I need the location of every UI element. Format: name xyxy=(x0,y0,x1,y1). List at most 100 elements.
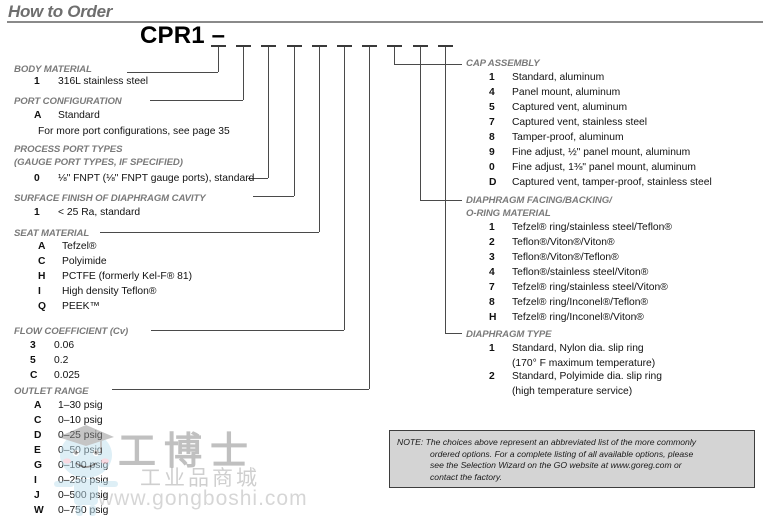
group-heading-line-2: (GAUGE PORT TYPES, IF SPECIFIED) xyxy=(14,156,183,168)
note-box xyxy=(389,430,755,488)
option-desc-diaphragm-facing-backing-3: Teflon®/stainless steel/Viton® xyxy=(512,267,649,278)
leader-horizontal-left-5 xyxy=(100,232,319,233)
leader-horizontal-right-2 xyxy=(419,200,462,201)
option-code-diaphragm-facing-backing-2: 3 xyxy=(489,252,495,263)
leader-vertical-right-3 xyxy=(444,47,446,333)
group-heading-line-1: FLOW COEFFICIENT (Cv) xyxy=(14,326,129,337)
group-heading-process-port-types: PROCESS PORT TYPES(GAUGE PORT TYPES, IF … xyxy=(14,144,183,169)
option-code-outlet-range-7: W xyxy=(34,505,44,516)
leader-vertical-left-1 xyxy=(218,47,219,72)
option-code-outlet-range-6: J xyxy=(34,490,40,501)
leader-vertical-right-2 xyxy=(419,47,421,200)
group-heading-line-1: CAP ASSEMBLY xyxy=(466,58,540,69)
digit-tick-10 xyxy=(437,45,453,47)
group-heading-line-1: BODY MATERIAL xyxy=(14,64,92,75)
digit-tick-5 xyxy=(311,45,327,47)
option-desc-seat-material-1: Polyimide xyxy=(62,256,107,267)
option-desc-flow-coefficient-2: 0.025 xyxy=(54,370,80,381)
group-heading-surface-finish: SURFACE FINISH OF DIAPHRAGM CAVITY xyxy=(14,193,206,204)
option-desc-diaphragm-facing-backing-4: Tefzel® ring/stainless steel/Viton® xyxy=(512,282,668,293)
leader-horizontal-left-3 xyxy=(248,178,269,179)
option-code-surface-finish-0: 1 xyxy=(34,207,40,218)
option-code-diaphragm-facing-backing-6: H xyxy=(489,312,497,323)
group-heading-line-1: PROCESS PORT TYPES xyxy=(14,144,123,155)
option-desc-diaphragm-facing-backing-2: Teflon®/Viton®/Teflon® xyxy=(512,252,619,263)
note-line-2: ordered options. For a complete listing … xyxy=(430,448,694,459)
option-desc-outlet-range-7: 0–750 psig xyxy=(58,505,109,516)
digit-tick-2 xyxy=(236,45,252,47)
watermark-chinese-sub: 工业品商城 xyxy=(140,466,260,490)
group-heading-seat-material: SEAT MATERIAL xyxy=(14,228,89,239)
page-title: How to Order xyxy=(8,2,113,21)
option-code-seat-material-4: Q xyxy=(38,301,47,312)
option-code-flow-coefficient-0: 3 xyxy=(30,340,36,351)
option-code-cap-assembly-6: 0 xyxy=(489,162,495,173)
leader-horizontal-left-7 xyxy=(112,389,370,390)
option-code-port-configuration-0: A xyxy=(34,110,42,121)
option-desc-process-port-types-0: ⅛" FNPT (⅛" FNPT gauge ports), standard xyxy=(58,173,255,184)
option-code-diaphragm-facing-backing-5: 8 xyxy=(489,297,495,308)
leader-vertical-left-7 xyxy=(369,47,371,389)
option-code-flow-coefficient-2: C xyxy=(30,370,38,381)
option-desc-outlet-range-1: 0–10 psig xyxy=(58,415,103,426)
group-note-port-configuration: For more port configurations, see page 3… xyxy=(38,126,230,137)
option-code-cap-assembly-5: 9 xyxy=(489,147,495,158)
group-heading-line-1: SEAT MATERIAL xyxy=(14,228,90,239)
option-desc-seat-material-4: PEEK™ xyxy=(62,301,100,312)
leader-horizontal-left-2 xyxy=(150,100,244,101)
leader-horizontal-left-6 xyxy=(151,330,344,331)
option-desc-cap-assembly-3: Captured vent, stainless steel xyxy=(512,117,648,128)
option-desc-diaphragm-facing-backing-0: Tefzel® ring/stainless steel/Teflon® xyxy=(512,222,672,233)
option-desc-cap-assembly-1: Panel mount, aluminum xyxy=(512,87,621,98)
model-number-prefix: CPR1 – xyxy=(140,22,226,49)
option-desc-body-material-0: 316L stainless steel xyxy=(58,76,149,87)
option-code-seat-material-1: C xyxy=(38,256,46,267)
group-heading-line-1: PORT CONFIGURATION xyxy=(14,96,122,107)
option-desc-outlet-range-0: 1–30 psig xyxy=(58,400,103,411)
option-code-outlet-range-1: C xyxy=(34,415,42,426)
option-desc-cap-assembly-4: Tamper-proof, aluminum xyxy=(512,132,624,143)
leader-horizontal-right-1 xyxy=(394,64,462,65)
group-heading-line-1: DIAPHRAGM FACING/BACKING/ xyxy=(466,195,612,206)
leader-horizontal-left-1 xyxy=(127,72,218,73)
option-desc-seat-material-0: Tefzel® xyxy=(62,241,97,252)
watermark-chinese-main: 工博士 xyxy=(118,429,257,473)
digit-tick-4 xyxy=(286,45,302,47)
option-code-cap-assembly-3: 7 xyxy=(489,117,495,128)
title-divider xyxy=(7,21,763,23)
note-line-1: The choices above represent an abbreviat… xyxy=(425,437,697,447)
group-heading-diaphragm-facing-backing: DIAPHRAGM FACING/BACKING/O-RING MATERIAL xyxy=(466,195,612,220)
option-code-diaphragm-type-0: 1 xyxy=(489,343,495,354)
option-desc-diaphragm-type-0: Standard, Nylon dia. slip ring xyxy=(512,343,644,354)
note-text: NOTE: The choices above represent an abb… xyxy=(397,437,749,483)
option-code-cap-assembly-4: 8 xyxy=(489,132,495,143)
leader-horizontal-right-3 xyxy=(444,333,462,334)
option-code-outlet-range-2: D xyxy=(34,430,42,441)
group-heading-port-configuration: PORT CONFIGURATION xyxy=(14,96,122,107)
option-code-seat-material-0: A xyxy=(38,241,46,252)
note-line-3: see the Selection Wizard on the GO websi… xyxy=(430,460,682,471)
option-desc-diaphragm-type-1: Standard, Polyimide dia. slip ring xyxy=(512,371,662,382)
digit-tick-1 xyxy=(211,45,226,47)
option-code-outlet-range-5: I xyxy=(34,475,37,486)
digit-tick-6 xyxy=(337,45,352,47)
watermark-url: www.gongboshi.com xyxy=(98,487,308,510)
note-label: NOTE: xyxy=(397,437,424,447)
option-cont-diaphragm-type-0: (170° F maximum temperature) xyxy=(512,358,656,369)
group-heading-line-1: SURFACE FINISH OF DIAPHRAGM CAVITY xyxy=(14,193,206,204)
option-code-diaphragm-facing-backing-3: 4 xyxy=(489,267,495,278)
option-code-outlet-range-4: G xyxy=(34,460,43,471)
option-desc-diaphragm-facing-backing-1: Teflon®/Viton®/Viton® xyxy=(512,237,615,248)
option-code-seat-material-2: H xyxy=(38,271,46,282)
option-code-cap-assembly-0: 1 xyxy=(489,72,495,83)
leader-vertical-left-5 xyxy=(318,47,320,232)
option-code-cap-assembly-7: D xyxy=(489,177,497,188)
group-heading-diaphragm-type: DIAPHRAGM TYPE xyxy=(466,329,552,340)
option-desc-cap-assembly-5: Fine adjust, ½" panel mount, aluminum xyxy=(512,147,691,158)
leader-vertical-left-2 xyxy=(243,47,245,100)
mascot-watermark-icon xyxy=(54,425,118,516)
option-cont-diaphragm-type-1: (high temperature service) xyxy=(512,386,633,397)
option-code-diaphragm-type-1: 2 xyxy=(489,371,495,382)
option-code-diaphragm-facing-backing-0: 1 xyxy=(489,222,495,233)
